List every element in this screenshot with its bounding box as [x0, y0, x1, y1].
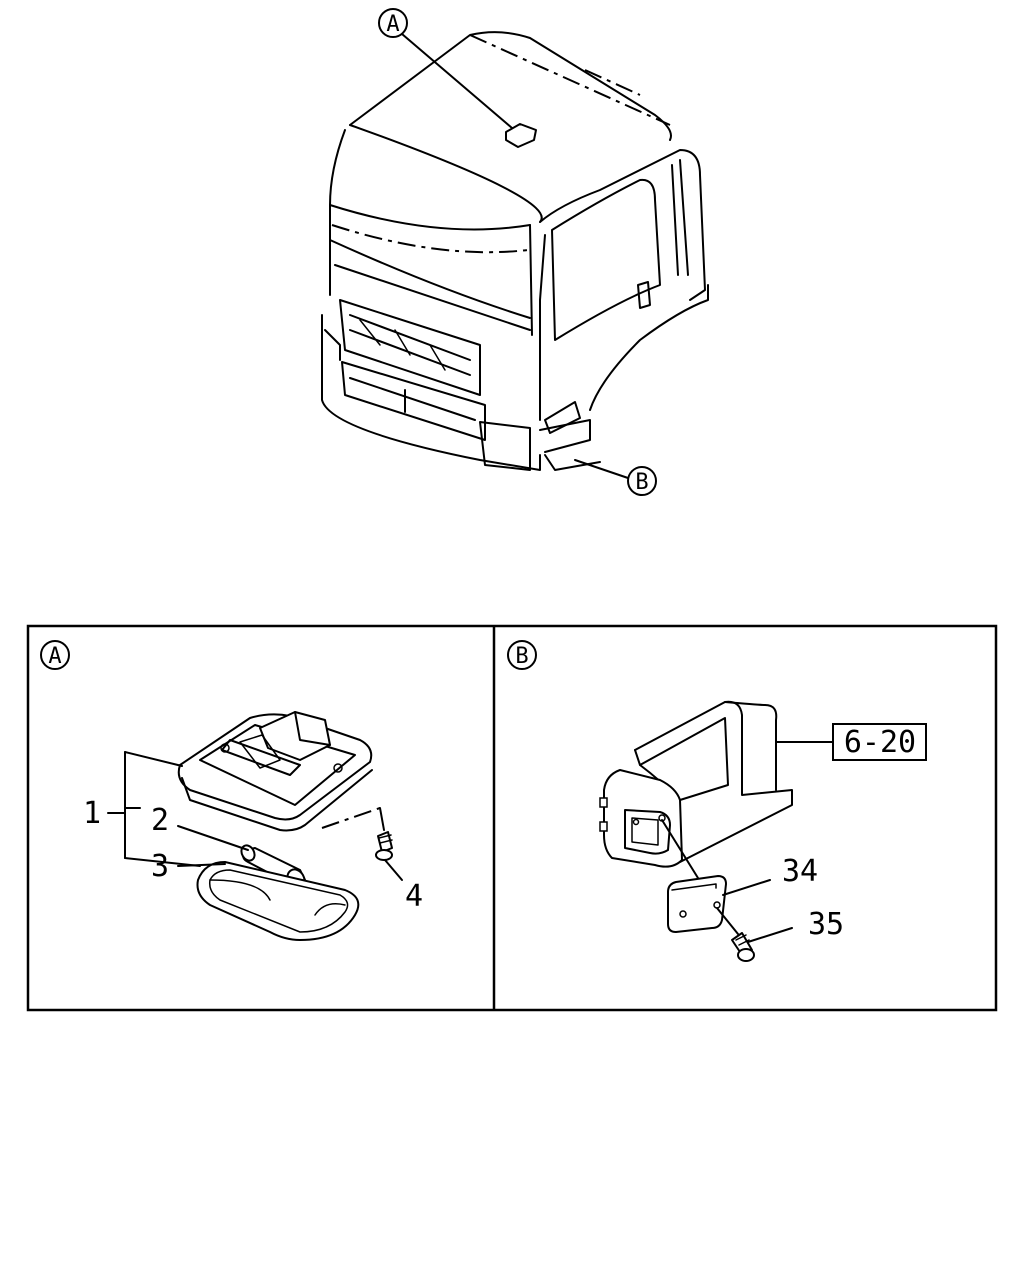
part-label-34: 34 [782, 854, 818, 889]
callout-b-label: B [635, 470, 648, 495]
part-label-2: 2 [151, 803, 169, 838]
panel-b: B 6-20 [507, 640, 927, 962]
truck-cab-illustration: A B [321, 8, 709, 496]
callout-a-label: A [386, 12, 399, 37]
side-step-panel [599, 700, 793, 868]
part-label-35: 35 [808, 907, 844, 942]
mounting-screw-4 [375, 831, 393, 861]
panel-a: A [40, 640, 423, 941]
roof-marker-lamp [505, 123, 537, 148]
callout-a-circle [378, 8, 408, 38]
part-label-3: 3 [151, 849, 169, 884]
ref-box-label: 6-20 [844, 725, 916, 760]
detail-panels-frame [26, 624, 998, 1012]
part-label-4: 4 [405, 879, 423, 914]
lamp-housing [177, 711, 373, 832]
panel-b-title-circle [507, 640, 537, 670]
panel-a-title-circle [40, 640, 70, 670]
callout-b-circle [627, 466, 657, 496]
panel-a-title: A [48, 644, 61, 669]
screw-35 [731, 932, 755, 962]
part-label-1: 1 [83, 796, 101, 831]
side-lamp-34 [667, 875, 727, 933]
panel-b-title: B [515, 644, 528, 669]
ref-box-6-20 [832, 723, 927, 761]
lamp-lens [196, 861, 360, 941]
